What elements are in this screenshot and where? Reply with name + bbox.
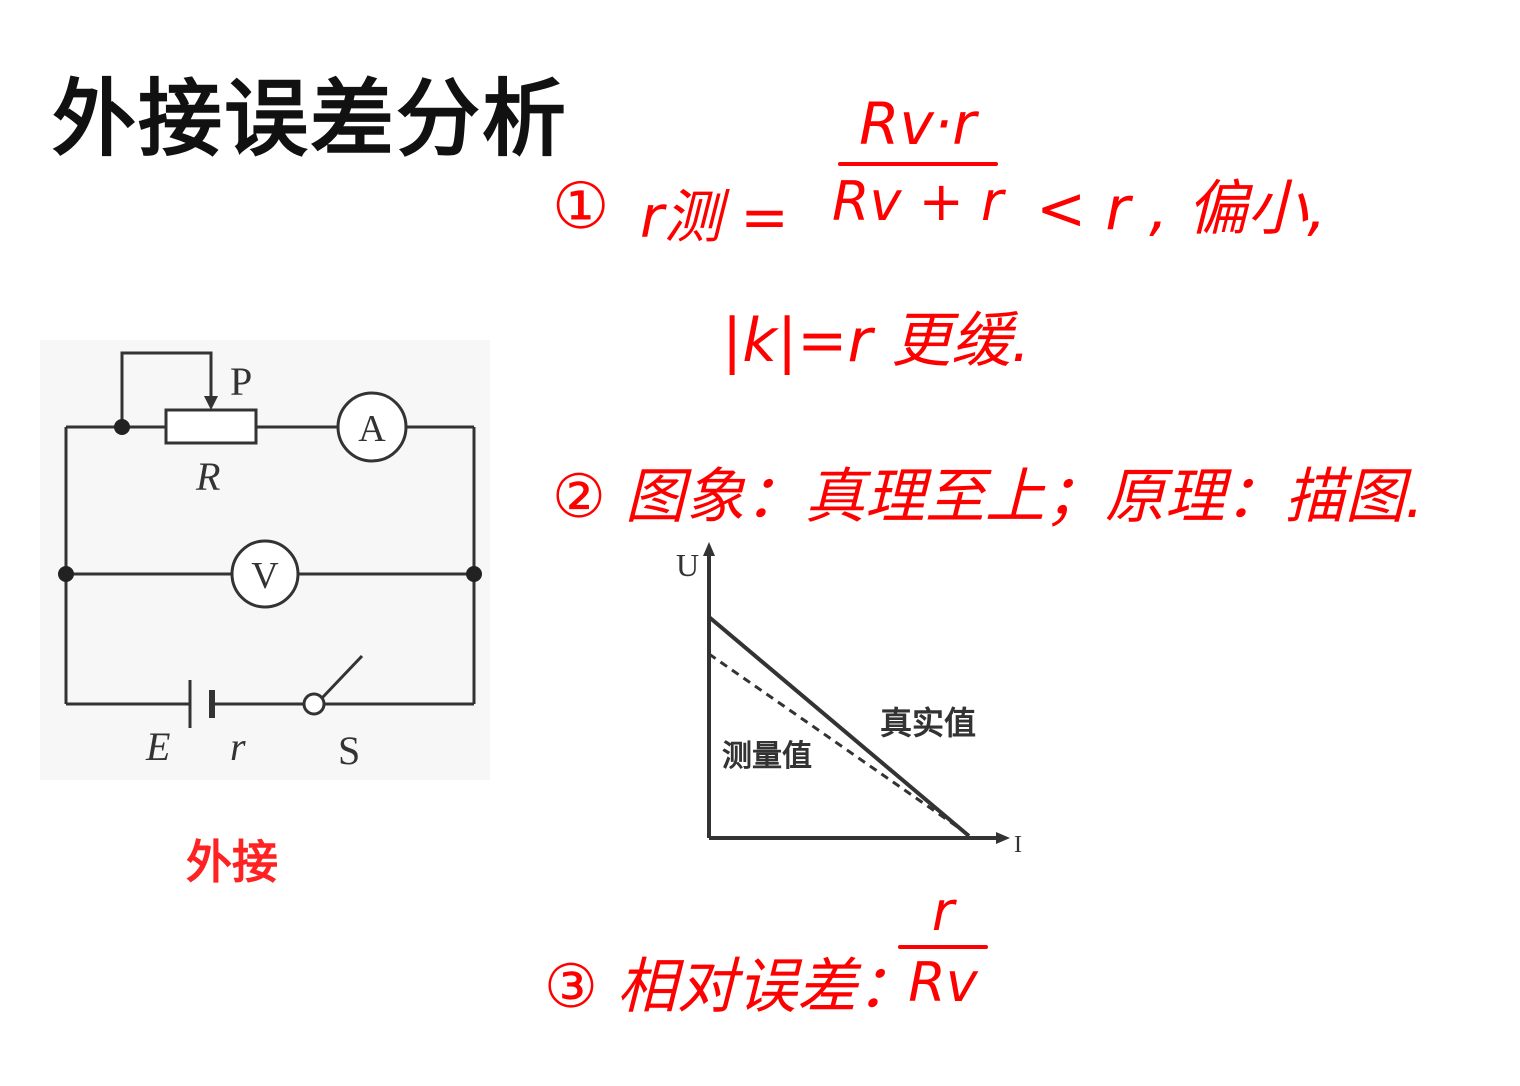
label-e: E <box>145 724 170 769</box>
note-line1-tail: < r , 偏小, <box>1036 174 1327 244</box>
fraction-bar <box>837 162 998 166</box>
measured-value-label: 测量值 <box>722 739 812 774</box>
label-p: P <box>230 359 252 404</box>
junction-dot <box>114 419 130 435</box>
slider-wire <box>120 351 213 427</box>
fraction-bar <box>898 945 988 949</box>
note-line4-denominator: Rv <box>908 951 978 1014</box>
true-value-line <box>707 615 971 838</box>
note-line4-prefix: ③ 相对误差： <box>544 952 917 1022</box>
label-internal-r: r <box>230 724 246 769</box>
note-line3: ② 图象：真理至上；原理：描图. <box>552 462 1424 532</box>
true-value-label: 真实值 <box>880 704 976 742</box>
junction-dot <box>58 566 74 582</box>
slider-arrow <box>204 396 218 410</box>
switch-pivot <box>302 692 326 716</box>
junction-dot <box>466 566 482 582</box>
voltmeter-label: V <box>251 555 279 597</box>
label-r-resistor: R <box>195 454 220 499</box>
y-axis-arrow <box>703 542 715 556</box>
note-line1-fraction: Rv·r Rv + r <box>832 90 1003 233</box>
measured-value-line <box>708 652 963 832</box>
note-line1-number: ① <box>552 170 610 244</box>
ammeter-label: A <box>358 408 386 450</box>
resistor <box>164 408 258 445</box>
note-line2: |k|=r 更缓. <box>722 306 1031 376</box>
note-line4-fraction: r Rv <box>898 880 988 1014</box>
circuit-caption: 外接 <box>186 835 278 889</box>
x-axis-arrow <box>996 832 1010 844</box>
y-axis-label: U <box>676 547 699 583</box>
x-axis-label: I <box>1014 832 1022 858</box>
voltmeter <box>230 539 300 609</box>
label-s: S <box>338 728 360 773</box>
circuit-diagram: P R A V E r S <box>40 340 490 780</box>
note-line1-lhs: r测 = <box>640 183 789 251</box>
switch-blade <box>320 654 364 700</box>
page-title: 外接误差分析 <box>52 70 569 168</box>
note-line1-denominator: Rv + r <box>832 170 1004 233</box>
note-line1-numerator: Rv·r <box>859 90 977 158</box>
note-line4-numerator: r <box>931 880 955 943</box>
ammeter <box>336 391 408 463</box>
